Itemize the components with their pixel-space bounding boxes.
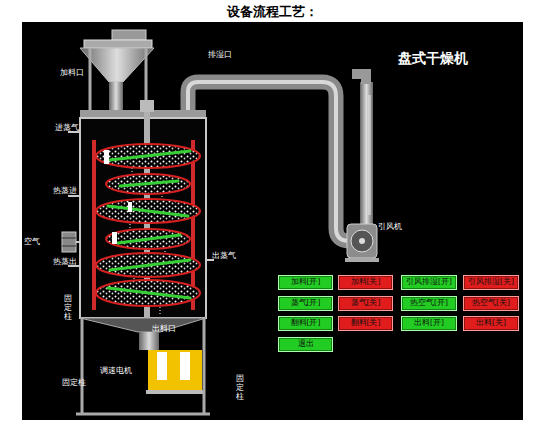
steam-lines: [68, 132, 214, 266]
control-button: 出料[开]: [401, 316, 457, 331]
control-button: 翻料[关]: [338, 316, 393, 331]
part-label: 调速电机: [100, 366, 140, 375]
control-button: 加料[关]: [338, 275, 393, 290]
speed-motor: [146, 350, 204, 394]
part-label: 加料口: [60, 68, 90, 77]
button-text: 热空气[关]: [472, 299, 510, 307]
button-text: 翻料[开]: [291, 319, 321, 327]
button-text: 热空气[开]: [410, 299, 448, 307]
button-text: 翻料[关]: [351, 319, 381, 327]
panel-background: [22, 22, 523, 420]
control-button: 热空气[关]: [463, 296, 519, 311]
support-legs: [76, 318, 210, 414]
part-label: 空气: [24, 237, 44, 246]
button-text: 退出: [298, 340, 314, 348]
button-text: 蒸气[关]: [351, 299, 381, 307]
part-label: 出料口: [152, 324, 182, 333]
control-button: 翻料[开]: [278, 316, 333, 331]
button-text: 出料[开]: [414, 319, 444, 327]
control-button: 退出: [278, 337, 333, 352]
control-button: 出料[关]: [463, 316, 519, 331]
control-button: 引风排湿[关]: [463, 275, 519, 290]
dryer-vessel: [80, 100, 206, 350]
feed-hopper: [80, 30, 154, 112]
part-label: 热蒸进: [53, 186, 83, 195]
part-label: 固定柱: [62, 378, 92, 387]
air-heater: [62, 232, 80, 252]
button-text: 引风排湿[开]: [406, 278, 452, 286]
button-text: 出料[关]: [476, 319, 506, 327]
part-label: 固定柱: [64, 294, 73, 322]
part-label: 排湿口: [208, 50, 238, 59]
part-label: 热蒸出: [53, 257, 83, 266]
control-button: 引风排湿[开]: [401, 275, 457, 290]
machine-name: 盘式干燥机: [398, 50, 498, 66]
button-text: 加料[关]: [351, 278, 381, 286]
control-button: 加料[开]: [278, 275, 333, 290]
part-label: 固定柱: [236, 374, 245, 402]
button-text: 蒸气[开]: [291, 299, 321, 307]
part-label: 进蒸气: [55, 123, 85, 132]
part-label: 出蒸气: [212, 251, 242, 260]
control-button: 蒸气[开]: [278, 296, 333, 311]
exhaust-pipe: [188, 74, 373, 241]
button-text: 加料[开]: [291, 278, 321, 286]
diagram-title: 设备流程工艺：: [0, 3, 545, 21]
control-button: 热空气[开]: [401, 296, 457, 311]
part-label: 引风机: [378, 222, 408, 231]
control-button: 蒸气[关]: [338, 296, 393, 311]
button-text: 引风排湿[关]: [468, 278, 514, 286]
induced-fan: [345, 224, 379, 262]
